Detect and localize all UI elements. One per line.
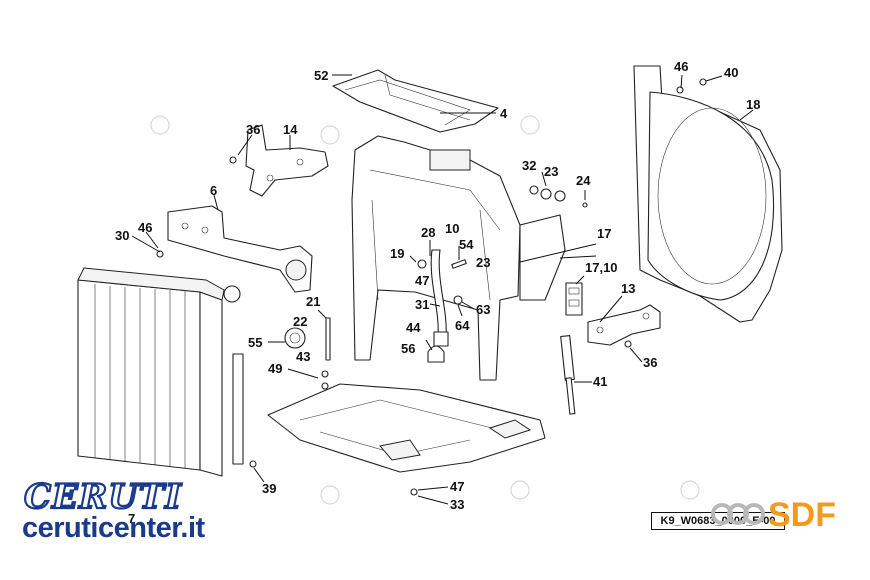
sdf-logo: SDF (711, 496, 836, 534)
gas-spring-41-part (560, 335, 576, 415)
support-bar-6-part (167, 205, 313, 293)
callout-label: 13 (621, 281, 635, 296)
sdf-emblem-icon (711, 503, 765, 525)
callout-label: 23 (544, 164, 558, 179)
brand-url-text: ceruticenter.it (22, 512, 205, 544)
base-platform-part (267, 383, 546, 473)
ceruti-logo-text: CERUTI (24, 478, 182, 514)
plate-17-part (565, 282, 583, 316)
callout-label: 19 (390, 246, 404, 261)
callout-label: 63 (476, 302, 490, 317)
callout-label: 17,10 (585, 260, 618, 275)
bracket-14-part (245, 124, 329, 197)
callout-labels: 52 4 36 14 6 46 30 21 22 55 43 49 39 7 4… (115, 59, 760, 526)
callout-label: 10 (445, 221, 459, 236)
callout-label: 52 (314, 68, 328, 83)
leader-lines (131, 74, 754, 505)
callout-label: 6 (210, 183, 217, 198)
fan-shroud-18-part (633, 65, 783, 323)
callout-label: 28 (421, 225, 435, 240)
callout-label: 43 (296, 349, 310, 364)
callout-label: 46 (138, 220, 152, 235)
radiator-part (77, 267, 244, 477)
callout-label: 54 (459, 237, 474, 252)
callout-label: 30 (115, 228, 129, 243)
callout-label: 47 (415, 273, 429, 288)
callout-label: 56 (401, 341, 415, 356)
callout-label: 44 (406, 320, 421, 335)
callout-label: 22 (293, 314, 307, 329)
callout-label: 36 (246, 122, 260, 137)
callout-label: 31 (415, 297, 429, 312)
callout-label: 23 (476, 255, 490, 270)
callout-label: 14 (283, 122, 298, 137)
bracket-13-part (587, 304, 661, 346)
callout-label: 18 (746, 97, 760, 112)
callout-label: 64 (455, 318, 470, 333)
callout-label: 32 (522, 158, 536, 173)
callout-label: 55 (248, 335, 262, 350)
callout-label: 41 (593, 374, 607, 389)
callout-label: 17 (597, 226, 611, 241)
callout-label: 36 (643, 355, 657, 370)
callout-label: 46 (674, 59, 688, 74)
callout-label: 49 (268, 361, 282, 376)
top-tray-part (332, 69, 499, 133)
callout-label: 40 (724, 65, 738, 80)
callout-label: 47 (450, 479, 464, 494)
callout-label: 39 (262, 481, 276, 496)
callout-label: 21 (306, 294, 320, 309)
fittings-hardware (156, 78, 707, 496)
sdf-logo-text: SDF (768, 496, 836, 534)
callout-label: 7 (128, 511, 135, 526)
ceruti-logo: CERUTI (23, 478, 182, 514)
callout-label: 4 (500, 106, 508, 121)
hose-31-part (430, 249, 449, 347)
callout-label: 24 (576, 173, 591, 188)
callout-label: 33 (450, 497, 464, 512)
